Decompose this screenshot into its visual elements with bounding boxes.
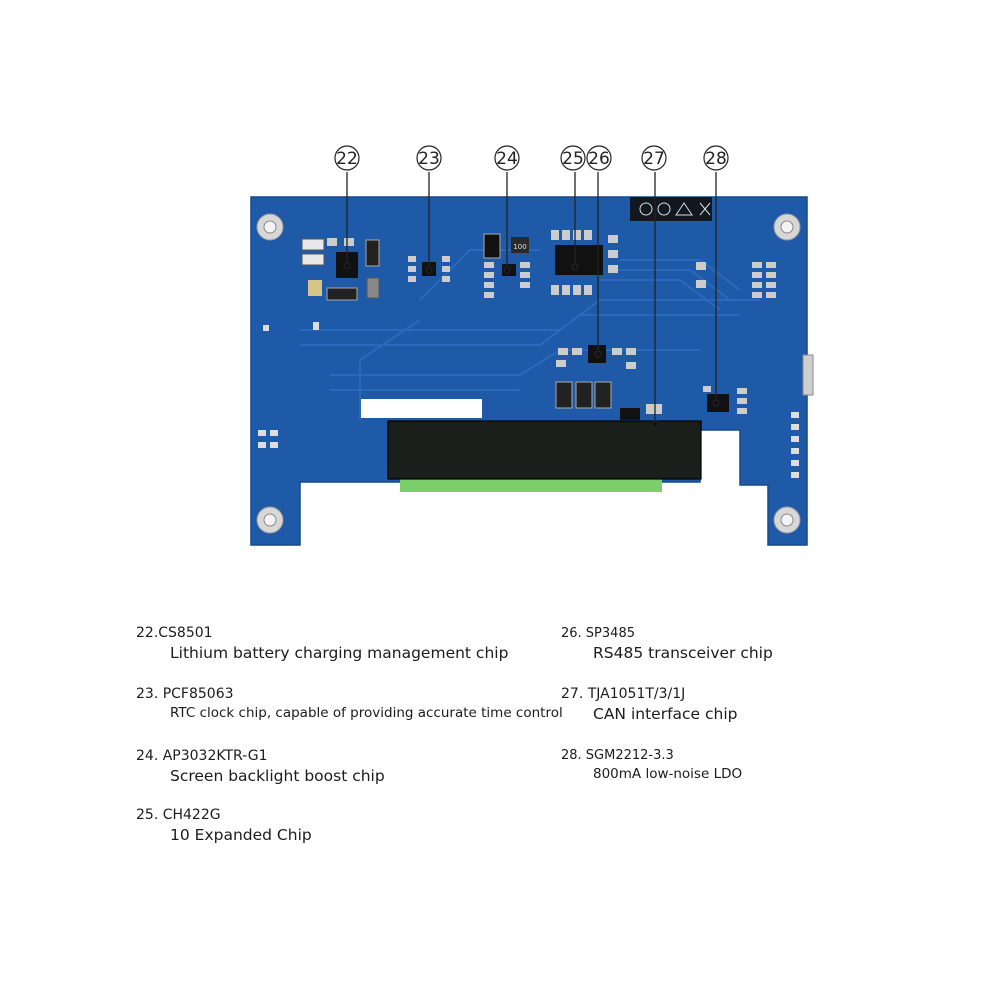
callout-num: 26 <box>588 149 610 169</box>
pcb-diagram: 100 <box>250 145 814 546</box>
callout-num: 23 <box>418 149 440 169</box>
chip-26-area <box>556 345 636 369</box>
fpc-cable <box>387 420 702 480</box>
legend-desc: Lithium battery charging management chip <box>170 644 509 662</box>
mounting-holes <box>256 213 801 534</box>
callout-28: 28 <box>703 145 729 171</box>
callout-num: 22 <box>336 149 358 169</box>
edge-pads <box>258 322 799 478</box>
legend-item-26: 26. SP3485 RS485 transceiver chip <box>561 626 773 662</box>
legend-item-25: 25. CH422G 10 Expanded Chip <box>136 807 312 844</box>
callout-25: 25 <box>560 145 586 171</box>
callout-26: 26 <box>586 145 612 171</box>
callout-23: 23 <box>416 145 442 171</box>
chip-25-area <box>551 230 618 295</box>
legend-title: 22.CS8501 <box>136 625 213 641</box>
cert-logo-strip <box>630 197 712 221</box>
leader-lines <box>343 172 720 428</box>
legend-title: 23. PCF85063 <box>136 686 234 702</box>
legend-item-22: 22.CS8501 Lithium battery charging manag… <box>136 625 508 662</box>
legend-title: 24. AP3032KTR-G1 <box>136 748 268 764</box>
callout-num: 24 <box>496 149 518 169</box>
legend-item-24: 24. AP3032KTR-G1 Screen backlight boost … <box>136 748 385 785</box>
cert-icons <box>639 202 711 216</box>
legend-desc: Screen backlight boost chip <box>170 767 385 785</box>
white-label-area <box>361 399 482 418</box>
callout-24: 24 <box>494 145 520 171</box>
legend-title: 28. SGM2212-3.3 <box>561 748 674 763</box>
legend-item-23: 23. PCF85063 RTC clock chip, capable of … <box>136 686 563 721</box>
chip-23-area <box>408 256 450 282</box>
green-connector <box>400 476 662 492</box>
legend-desc: CAN interface chip <box>593 705 738 723</box>
legend-item-28: 28. SGM2212-3.3 800mA low-noise LDO <box>561 748 742 782</box>
legend-title: 25. CH422G <box>136 807 221 823</box>
right-pads <box>696 262 776 298</box>
callout-num: 27 <box>643 149 665 169</box>
callout-num: 28 <box>705 149 727 169</box>
legend-desc: 800mA low-noise LDO <box>593 766 743 782</box>
legend-desc: 10 Expanded Chip <box>170 826 312 844</box>
chip-24-area: 100 <box>483 233 530 298</box>
legend-item-27: 27. TJA1051T/3/1J CAN interface chip <box>561 686 738 723</box>
legend-title: 26. SP3485 <box>561 626 635 641</box>
callout-22: 22 <box>334 145 360 171</box>
usb-port <box>802 354 814 396</box>
legend-title: 27. TJA1051T/3/1J <box>561 686 686 702</box>
callout-27: 27 <box>641 145 667 171</box>
silk-label: 100 <box>513 243 526 251</box>
legend-desc: RTC clock chip, capable of providing acc… <box>170 705 563 721</box>
legend-desc: RS485 transceiver chip <box>593 644 773 662</box>
chip-27-area <box>555 381 662 420</box>
callout-num: 25 <box>562 149 584 169</box>
